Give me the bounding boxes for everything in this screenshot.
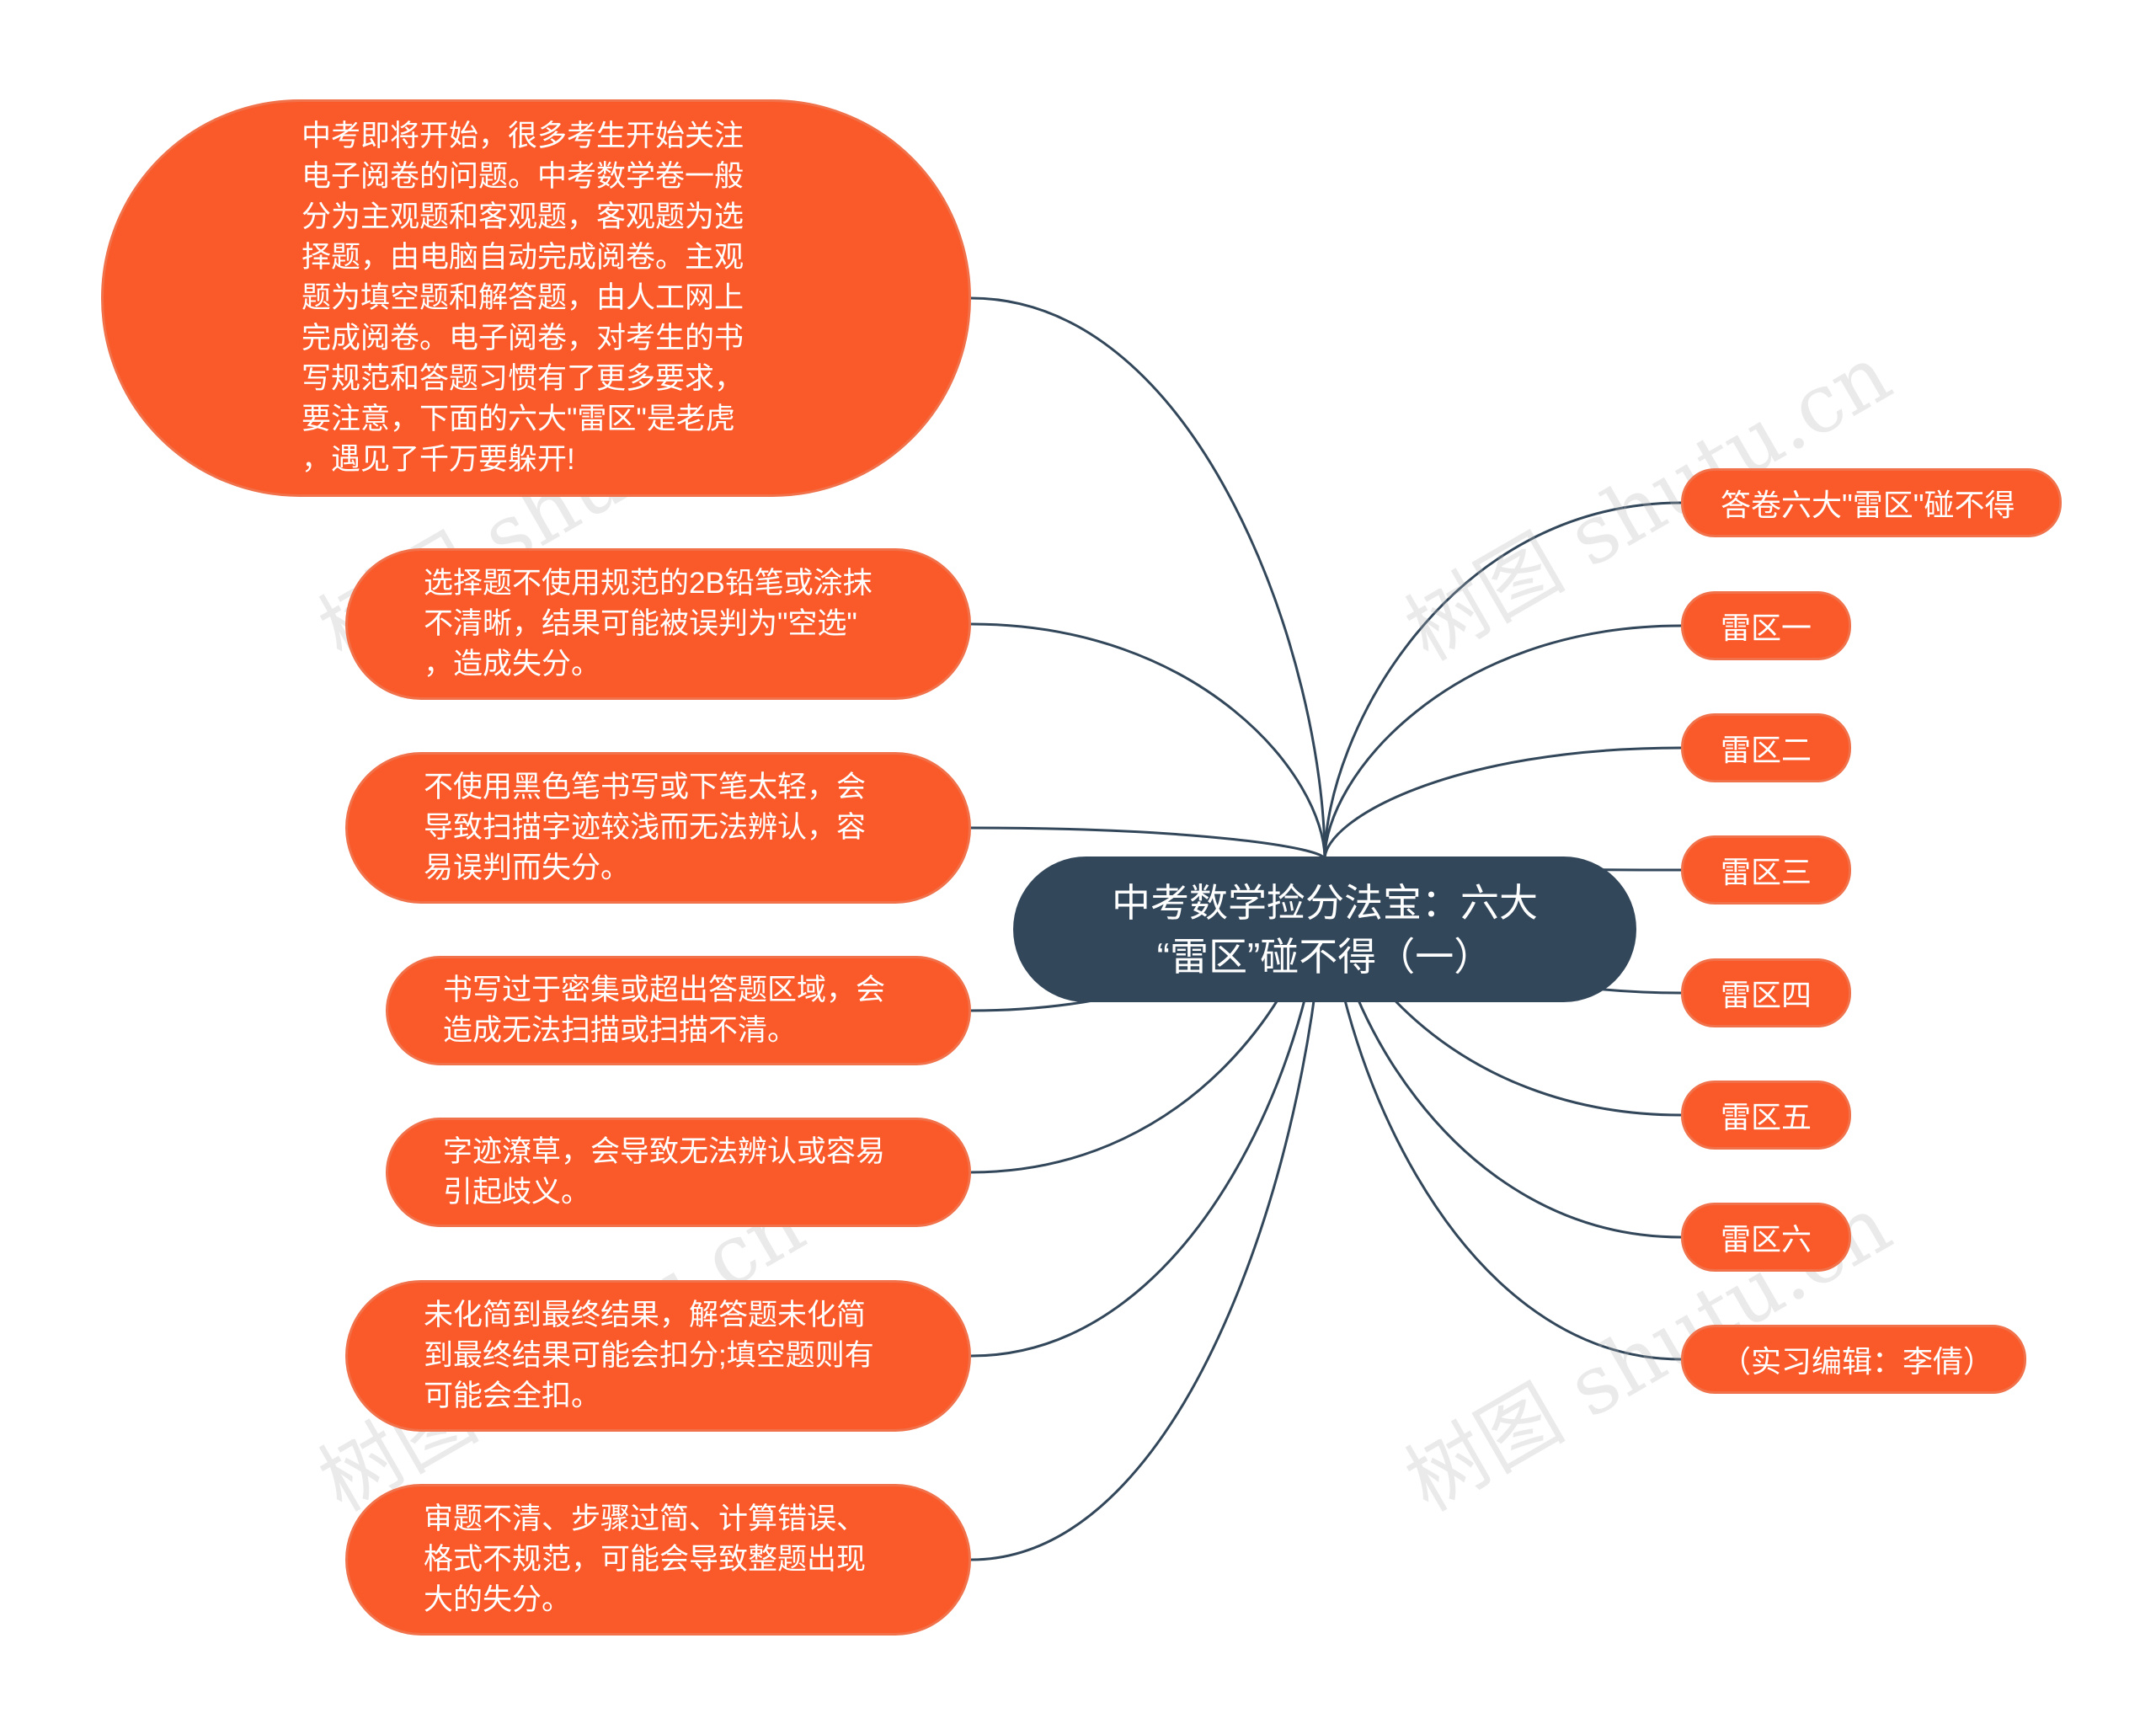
right-node-1[interactable]: 雷区一 (1681, 591, 1851, 660)
connector-line (1323, 501, 1682, 860)
node-label: 雷区三 (1721, 855, 1812, 889)
left-node-intro[interactable]: 中考即将开始，很多考生开始关注 电子阅卷的问题。中考数学卷一般 分为主观题和客观… (101, 99, 971, 497)
connector-line (970, 622, 1326, 860)
connector-line (1323, 624, 1682, 860)
left-node-4[interactable]: 字迹潦草，会导致无法辨认或容易 引起歧义。 (386, 1118, 971, 1227)
node-label: 未化简到最终结果，解答题未化简 到最终结果可能会扣分;填空题则有 可能会全扣。 (424, 1299, 874, 1412)
left-node-3[interactable]: 书写过于密集或超出答题区域，会 造成无法扫描或扫描不清。 (386, 956, 971, 1065)
right-node-7[interactable]: （实习编辑：李倩） (1681, 1325, 2026, 1394)
node-label: 雷区五 (1721, 1100, 1812, 1134)
node-label: 书写过于密集或超出答题区域，会 造成无法扫描或扫描不清。 (443, 974, 886, 1047)
left-node-1[interactable]: 选择题不使用规范的2B铅笔或涂抹 不清晰，结果可能被误判为"空选" ，造成失分。 (345, 548, 971, 700)
right-node-5[interactable]: 雷区五 (1681, 1081, 1851, 1150)
node-label: 字迹潦草，会导致无法辨认或容易 引起歧义。 (443, 1135, 886, 1209)
left-node-6[interactable]: 审题不清、步骤过简、计算错误、 格式不规范，可能会导致整题出现 大的失分。 (345, 1484, 971, 1636)
node-label: （实习编辑：李倩） (1721, 1344, 1994, 1379)
connector-line (1323, 746, 1682, 860)
node-label: 雷区四 (1721, 978, 1812, 1012)
right-node-6[interactable]: 雷区六 (1681, 1203, 1851, 1272)
right-node-0[interactable]: 答卷六大"雷区"碰不得 (1681, 468, 2062, 537)
node-label: 审题不清、步骤过简、计算错误、 格式不规范，可能会导致整题出现 大的失分。 (424, 1502, 867, 1616)
right-node-4[interactable]: 雷区四 (1681, 958, 1851, 1027)
left-node-2[interactable]: 不使用黑色笔书写或下笔太轻，会 导致扫描字迹较浅而无法辨认，容 易误判而失分。 (345, 752, 971, 904)
connector-line (970, 826, 1326, 860)
node-label: 雷区二 (1721, 733, 1812, 767)
node-label: 选择题不使用规范的2B铅笔或涂抹 不清晰，结果可能被误判为"空选" ，造成失分。 (424, 567, 873, 680)
right-node-2[interactable]: 雷区二 (1681, 713, 1851, 782)
node-label: 雷区一 (1721, 611, 1812, 645)
node-label: 中考即将开始，很多考生开始关注 电子阅卷的问题。中考数学卷一般 分为主观题和客观… (302, 120, 744, 476)
node-label: 不使用黑色笔书写或下笔太轻，会 导致扫描字迹较浅而无法辨认，容 易误判而失分。 (424, 771, 867, 884)
connector-line (970, 296, 1326, 860)
central-topic[interactable]: 中考数学捡分法宝：六大 “雷区”碰不得（一） (1013, 856, 1636, 1002)
left-node-5[interactable]: 未化简到最终结果，解答题未化简 到最终结果可能会扣分;填空题则有 可能会全扣。 (345, 1280, 971, 1432)
right-node-3[interactable]: 雷区三 (1681, 835, 1851, 905)
node-label: 雷区六 (1721, 1222, 1812, 1257)
node-label: 答卷六大"雷区"碰不得 (1721, 488, 2015, 522)
central-topic-label: 中考数学捡分法宝：六大 “雷区”碰不得（一） (1112, 880, 1538, 979)
